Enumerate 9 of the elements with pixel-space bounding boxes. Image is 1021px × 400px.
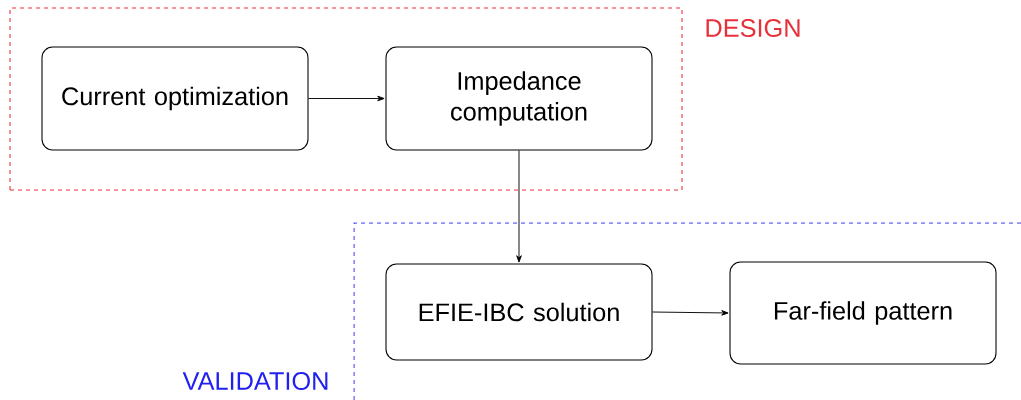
arrow [652, 310, 729, 316]
process-box: Far-field pattern [729, 261, 997, 365]
group-title: VALIDATION [182, 372, 328, 390]
arrow [308, 95, 385, 102]
group-title: DESIGN [706, 19, 800, 37]
process-box: Current optimization [41, 46, 309, 151]
arrow [516, 150, 522, 263]
process-box: EFIE-IBC solution [385, 263, 653, 361]
process-box: Impedance computation [385, 46, 653, 151]
